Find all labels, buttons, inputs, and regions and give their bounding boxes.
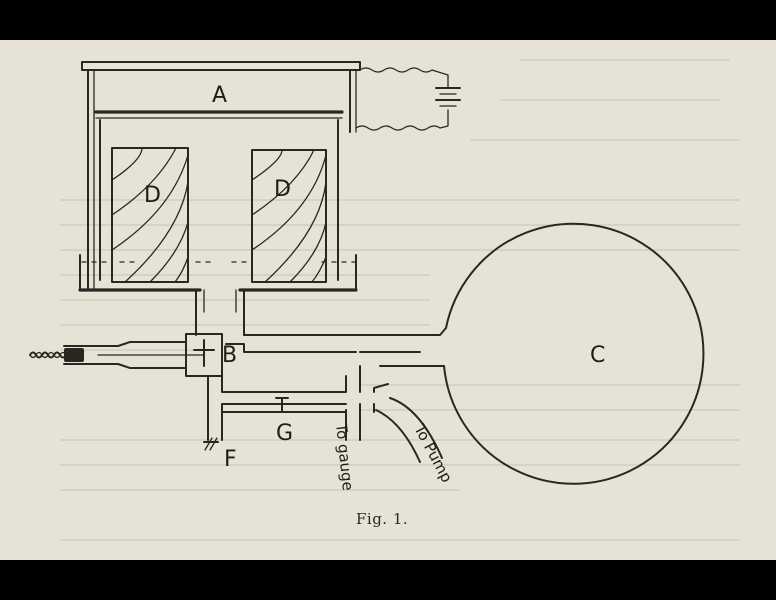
battery-icon [435, 87, 461, 107]
left-inlet [63, 341, 205, 369]
figure-caption: Fig. 1. [356, 510, 408, 528]
twisted-wire-icon [29, 351, 67, 359]
label-g: G [276, 421, 293, 446]
stopcock-f [203, 437, 219, 451]
block-d-right [251, 149, 327, 283]
lower-manifold [207, 365, 443, 463]
trough [78, 254, 358, 292]
plate-a [81, 61, 361, 289]
label-c: C [590, 343, 605, 368]
label-d-right: D [274, 177, 291, 202]
block-d-left [111, 147, 189, 283]
label-f: F [224, 447, 237, 472]
label-a: A [212, 83, 227, 108]
label-d-left: D [144, 183, 161, 208]
stopcock-g [275, 397, 289, 413]
central-tube [195, 289, 245, 336]
tube-to-c [225, 222, 705, 485]
label-b: B [222, 343, 237, 368]
inner-lid [94, 110, 344, 281]
battery-leads [355, 67, 449, 131]
